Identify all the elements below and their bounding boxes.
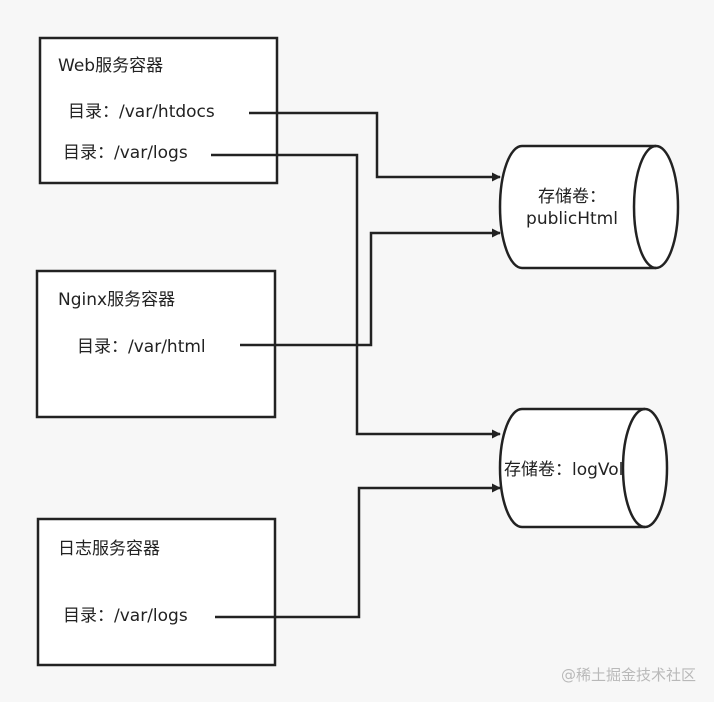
web-container-box	[38, 36, 279, 185]
connector-web-htdocs-to-public	[249, 111, 501, 182]
nginx-container-box	[35, 269, 277, 419]
connector-log-logs-to-logvol	[215, 483, 501, 619]
logvol-volume-cylinder	[498, 407, 669, 529]
log-container-title: 日志服务容器	[58, 539, 160, 559]
nginx-container-title: Nginx服务容器	[58, 290, 176, 310]
connector-nginx-html-to-public	[240, 228, 501, 347]
public-volume-label-line2: publicHtml	[526, 209, 618, 229]
logvol-volume-label: 存储卷：logVol	[504, 460, 624, 480]
public-volume-cylinder	[498, 144, 680, 270]
connector-web-logs-to-logvol	[211, 153, 501, 439]
public-volume-label: 存储卷： publicHtml	[516, 186, 628, 230]
web-dir-logs: 目录：/var/logs	[63, 143, 188, 163]
log-dir-logs: 目录：/var/logs	[63, 606, 188, 626]
web-container-title: Web服务容器	[58, 56, 164, 76]
web-dir-htdocs: 目录：/var/htdocs	[68, 102, 215, 122]
watermark-text: @稀土掘金技术社区	[560, 666, 696, 684]
log-container-box	[36, 517, 277, 667]
nginx-dir-html: 目录：/var/html	[77, 337, 206, 357]
public-volume-label-line1: 存储卷：	[538, 187, 606, 207]
